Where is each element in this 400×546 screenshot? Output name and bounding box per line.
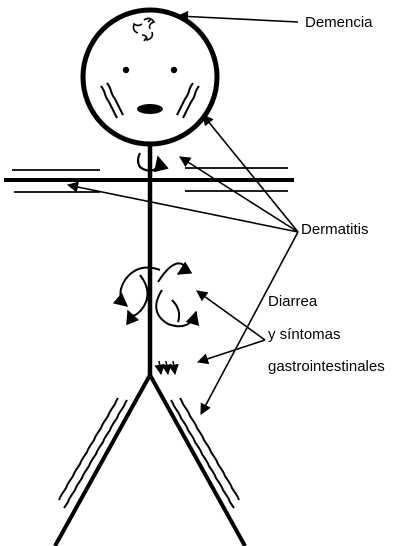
dementia-label: Demencia <box>305 14 373 31</box>
right-eye <box>170 66 178 74</box>
diarrhea-label-line1: Diarrea <box>268 293 318 310</box>
intestine-swirls <box>112 261 200 328</box>
legs <box>53 374 247 546</box>
pointer-arrows <box>66 10 299 415</box>
cheek-rash-left <box>100 82 124 119</box>
dermatitis-label: Dermatitis <box>301 221 369 238</box>
arm-rash-lines <box>12 167 288 193</box>
small-symptom-arrows <box>154 360 179 376</box>
left-eye <box>122 66 130 74</box>
head-circle <box>80 7 220 147</box>
diarrhea-label-line2: y síntomas <box>268 326 341 343</box>
leg-rash-lines <box>58 397 240 509</box>
neck-rash <box>136 152 169 173</box>
diarrhea-label-line3: gastrointestinales <box>268 358 385 375</box>
cheek-rash-right <box>176 82 200 119</box>
dementia-swirl-icon <box>132 17 156 42</box>
mouth <box>137 104 163 114</box>
